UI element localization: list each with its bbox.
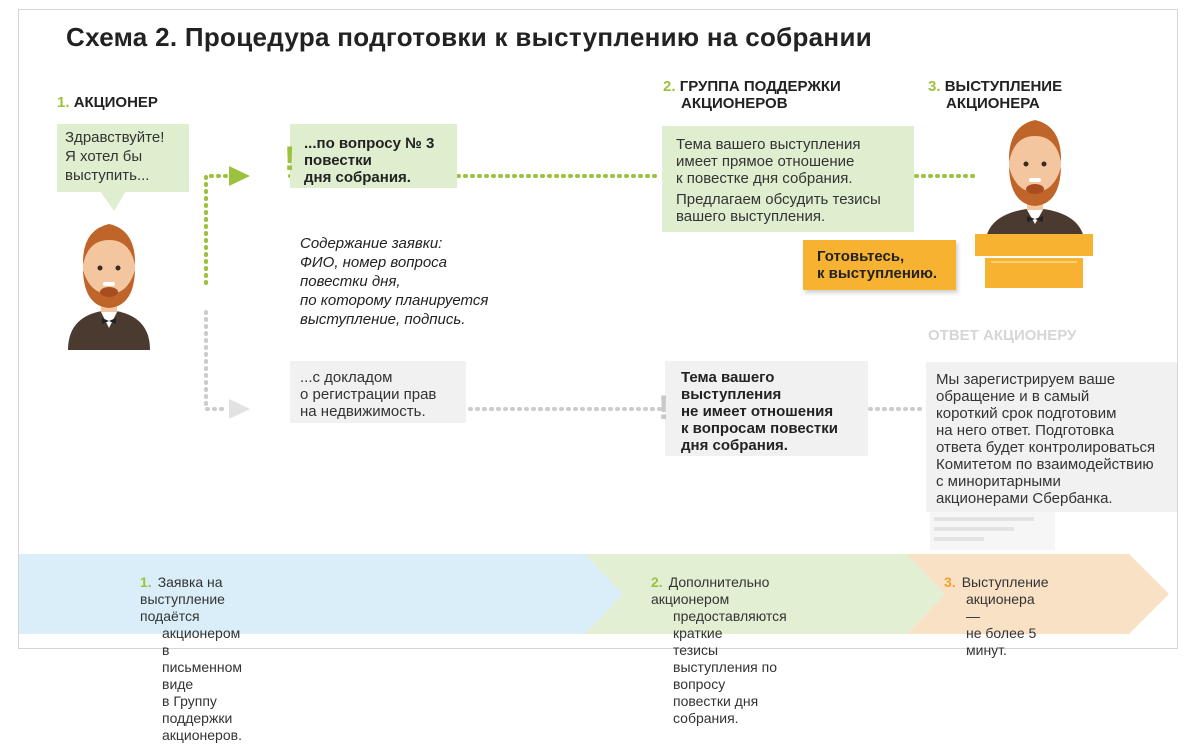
header-reply: ОТВЕТ АКЦИОНЕРУ: [928, 327, 1077, 344]
header-speech: 3. ВЫСТУПЛЕНИЕ АКЦИОНЕРА: [928, 78, 1063, 112]
irrelevant-topic-card: [665, 361, 868, 456]
question-text: ...по вопросу № 3 повестки дня собрания.: [304, 135, 435, 186]
shareholder-avatar-icon: [68, 224, 150, 350]
report-card: ...с докладом о регистрации прав на недв…: [290, 361, 466, 423]
exclamation-gray-icon: !: [658, 389, 670, 427]
step-3-band: [907, 554, 1169, 634]
answer-card: Мы зарегистрируем ваше обращение и в сам…: [926, 362, 1177, 512]
relevant-topic-card: Тема вашего выступления имеет прямое отн…: [662, 126, 914, 232]
page-title: Схема 2. Процедура подготовки к выступле…: [66, 22, 873, 52]
step-2-band: [585, 554, 945, 634]
speech-bubble: Здравствуйте! Я хотел бы выступить...: [57, 124, 189, 192]
gray-arrow: [229, 399, 250, 419]
prepare-card: Готовьтесь, к выступлению.: [803, 240, 956, 290]
application-content: Содержание заявки: ФИО, номер вопроса по…: [300, 235, 489, 328]
irrelevant-topic-text: Тема вашего выступления не имеет отношен…: [681, 369, 838, 454]
speech-bubble-tail: [100, 191, 126, 211]
header-shareholder: 1. АКЦИОНЕР: [57, 94, 158, 111]
green-arrow: [229, 166, 250, 186]
question-card: [290, 124, 457, 188]
diagram-frame: [18, 9, 1178, 649]
exclamation-green-icon: !: [284, 140, 296, 178]
gray-dotted-path: [204, 310, 927, 411]
header-support-group: 2. ГРУППА ПОДДЕРЖКИ АКЦИОНЕРОВ: [663, 78, 841, 112]
steps-band: [19, 554, 1169, 634]
speaker-at-podium-icon: [975, 120, 1093, 288]
step-1-band: [19, 554, 623, 634]
